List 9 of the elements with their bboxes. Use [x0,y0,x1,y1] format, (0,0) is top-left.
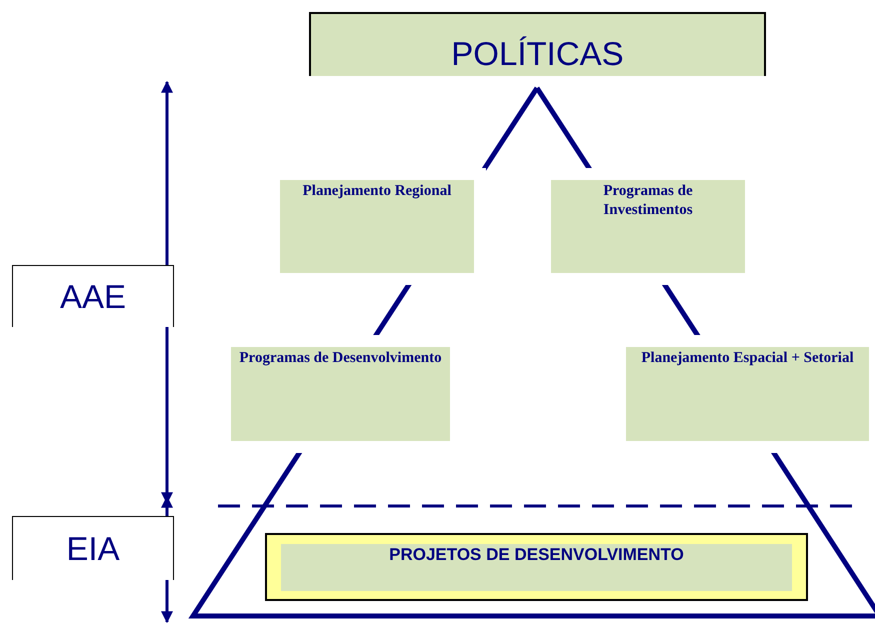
level-box: AAE [12,265,174,327]
project-frame [265,533,808,601]
title-box: POLÍTICAS [309,12,766,76]
process-box: Programas de Investimentos [551,180,745,273]
box-label: PROJETOS DE DESENVOLVIMENTO [281,544,792,591]
process-box: Programas de Desenvolvimento [231,347,450,441]
process-box: Planejamento Regional [280,180,474,273]
level-box: EIA [12,516,174,580]
process-box: Planejamento Espacial + Setorial [626,347,869,441]
